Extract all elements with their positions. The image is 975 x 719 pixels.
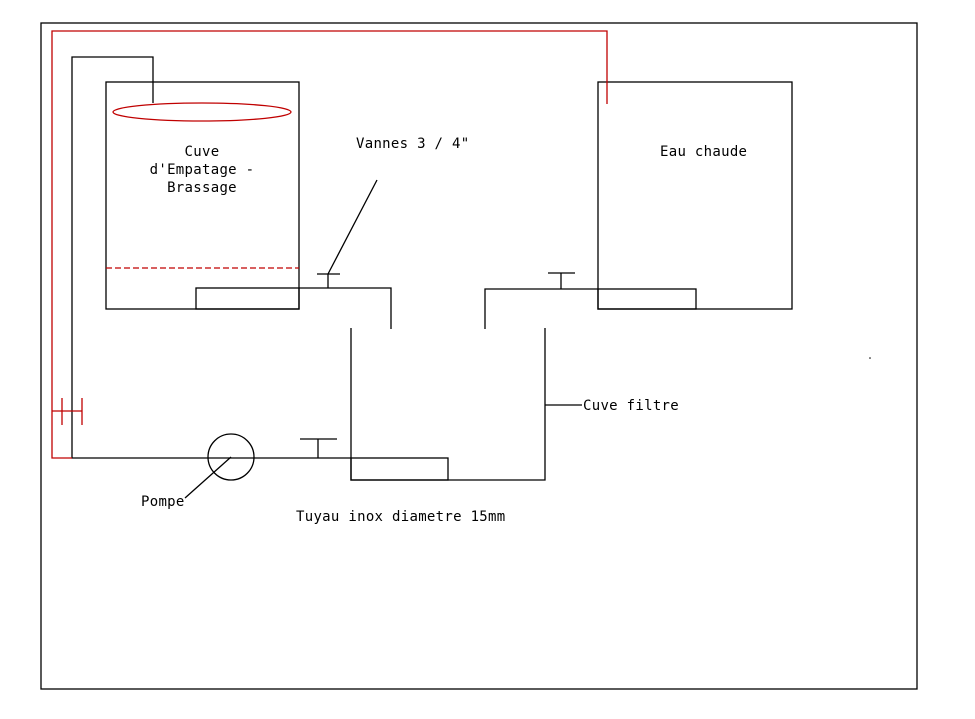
- filter-tank-label: Cuve filtre: [583, 398, 680, 414]
- filter-tank: [350, 328, 582, 481]
- mash-tank-label-line3: Brassage: [167, 180, 237, 196]
- pipe-label: Tuyau inox diametre 15mm: [296, 509, 506, 525]
- pump-outlet-valve: [300, 438, 337, 458]
- hot-water-tank: [597, 81, 793, 310]
- mash-to-filter-pipe: [299, 287, 392, 329]
- mash-tank-outlet: [195, 287, 300, 310]
- hot-water-to-filter-pipe: [484, 288, 598, 329]
- mash-tank-label-line1: Cuve: [184, 144, 220, 160]
- hot-water-outlet: [597, 288, 697, 310]
- pump-symbol: [184, 433, 255, 499]
- mash-tank: [105, 81, 300, 310]
- valves-label: Vannes 3 / 4": [356, 136, 470, 152]
- drawing-frame: [40, 22, 918, 690]
- stray-dot: [869, 357, 871, 359]
- filter-tank-outlet: [350, 457, 449, 481]
- return-pipe: [71, 56, 351, 459]
- mash-tank-label-line2: d'Empatage -: [149, 162, 255, 178]
- recirculation-pipe: [51, 30, 608, 459]
- pump-label: Pompe: [141, 494, 185, 510]
- sparge-ring: [112, 102, 292, 122]
- hot-water-label: Eau chaude: [660, 144, 748, 160]
- valves-label-leader: [327, 179, 378, 275]
- recirculation-valve: [52, 398, 83, 425]
- hot-water-valve: [548, 272, 575, 289]
- mash-valve: [317, 273, 340, 288]
